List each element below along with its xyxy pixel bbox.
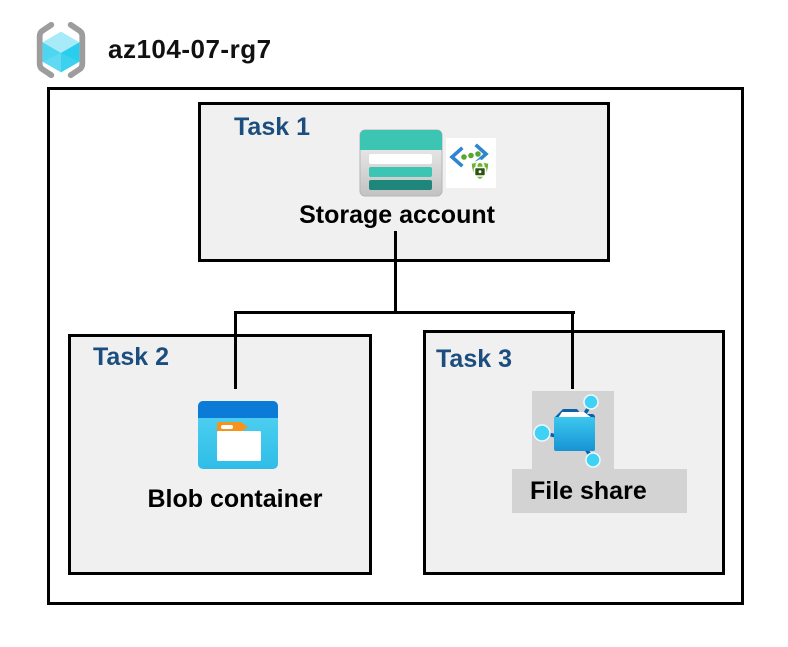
blob-container-label: Blob container — [147, 485, 323, 513]
task1-label: Task 1 — [234, 113, 310, 141]
task3-label: Task 3 — [436, 345, 512, 373]
shared-access-signature-icon — [446, 138, 496, 188]
task3-box: Task 3 File — [423, 330, 725, 575]
storage-account-label: Storage account — [299, 201, 495, 229]
connector-storage-stem — [394, 231, 397, 312]
storage-account-icon — [359, 129, 443, 197]
task2-label: Task 2 — [93, 343, 169, 371]
file-share-icon — [533, 394, 601, 468]
file-share-icon-backdrop — [532, 391, 614, 470]
file-share-label-backdrop: File share — [512, 469, 687, 513]
resource-group-name: az104-07-rg7 — [108, 34, 272, 64]
connector-to-file-share — [571, 311, 574, 389]
task1-box: Task 1 — [198, 102, 610, 262]
file-share-label: File share — [530, 477, 647, 505]
connector-to-blob-container — [234, 311, 237, 389]
azure-resource-group-icon — [36, 21, 86, 79]
connector-horizontal — [234, 311, 575, 314]
task2-box: Task 2 Blob container — [68, 334, 372, 575]
blob-container-icon — [198, 401, 278, 469]
